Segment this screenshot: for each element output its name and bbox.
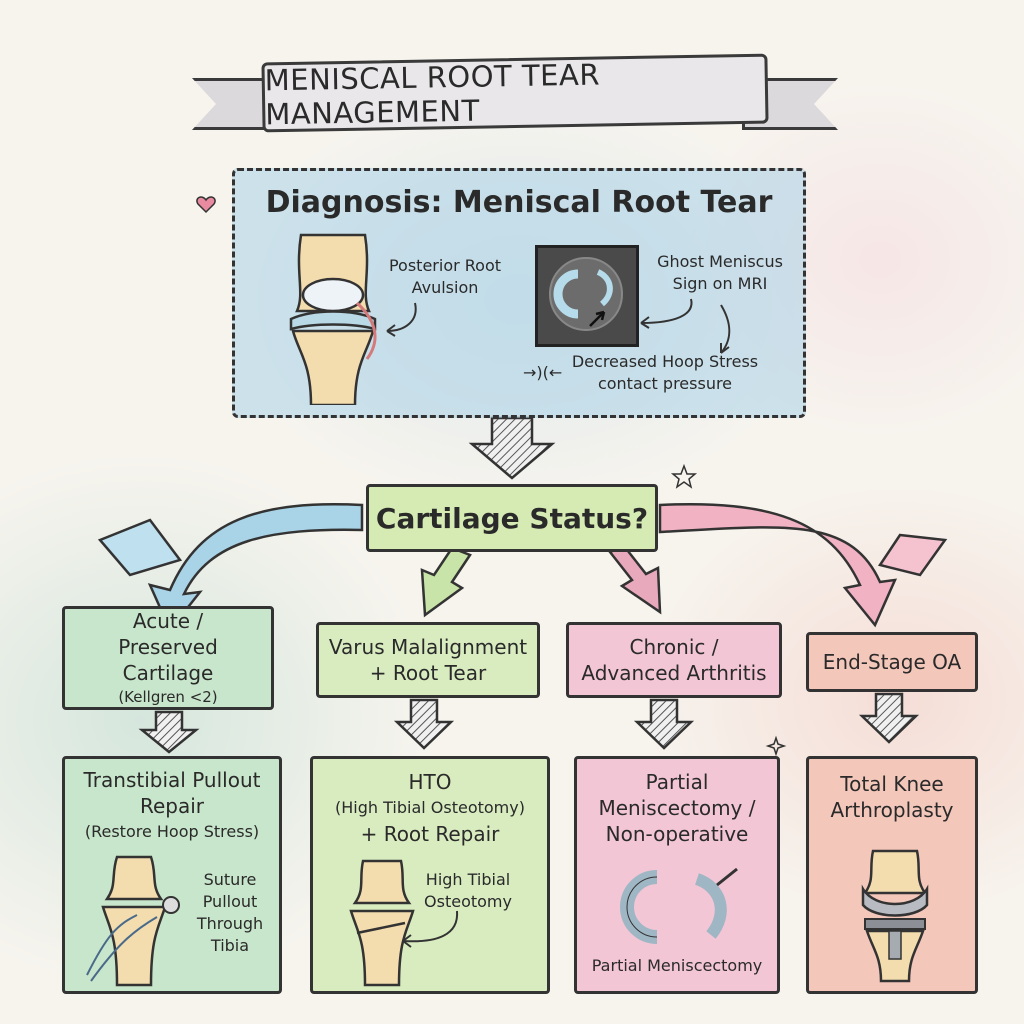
branch-1-treatment-note: (Restore Hoop Stress) [84,822,260,841]
suture-repair-illustration [86,855,180,987]
ribbon-tail-branch-4 [877,533,948,577]
meniscectomy-illustration [620,867,738,944]
branch-4-treatment-title: Total Knee Arthroplasty [830,772,954,822]
branch-1-treatment: Transtibial Pullout Repair (Restore Hoop… [62,756,282,994]
branch-4-condition-label: End-Stage OA [822,650,962,674]
branch-2-treatment-title: HTO [408,770,452,794]
branch-1-treatment-title: Transtibial Pullout Repair [83,768,261,818]
page-title: MENISCAL ROOT TEAR MANAGEMENT [261,53,769,133]
branch-4-condition: End-Stage OA [806,632,978,692]
cartilage-status-node: Cartilage Status? [366,484,658,552]
branch-1-condition-label: Acute / Preserved Cartilage [118,609,218,685]
branch-2-condition-label: Varus Malalignment + Root Tear [328,635,528,685]
branch-3-condition-label: Chronic / Advanced Arthritis [581,635,767,685]
ghost-meniscus-icon [549,257,623,331]
mri-image [535,245,639,347]
knee-implant-illustration [861,849,929,983]
arrow-cartilage-to-branch-2 [420,546,472,618]
branch-1-condition: Acute / Preserved Cartilage (Kellgren <2… [62,606,274,710]
posterior-root-label: Posterior Root Avulsion [388,256,502,297]
branch-3-treatment: Partial Meniscectomy / Non-operative Par… [574,756,780,994]
branch-3-condition: Chronic / Advanced Arthritis [566,622,782,698]
compression-icon: →)(← [523,363,563,382]
branch-1-illustration-label: Suture Pullout Through Tibia [196,870,264,955]
arrow-cartilage-to-branch-3 [608,544,662,615]
heart-doodle [196,196,216,214]
ghost-arrow-icon [640,298,731,354]
branch-2-treatment-note: (High Tibial Osteotomy) [335,798,525,817]
branch-2-treatment-extra: + Root Repair [360,822,500,846]
diagnosis-box: Diagnosis: Meniscal Root Tear Posterior … [232,168,806,418]
hoop-stress-label: Decreased Hoop Stress contact pressure [571,352,759,393]
posterior-arrow-icon [386,302,417,337]
arrow-branch-1-down [138,710,200,754]
sparkle-doodle [765,735,787,757]
ribbon-tail-branch-1 [97,518,183,577]
arrow-branch-4-down [858,692,920,744]
knee-illustration [289,233,377,405]
osteotomy-illustration [349,859,415,987]
branch-4-treatment: Total Knee Arthroplasty [806,756,978,994]
branch-3-illustration-label: Partial Meniscectomy [591,956,763,975]
osteotomy-arrow-icon [402,910,459,948]
branch-2-condition: Varus Malalignment + Root Tear [316,622,540,698]
arrow-diagnosis-to-cartilage [468,416,556,480]
star-doodle [670,463,698,489]
arrow-branch-3-down [633,698,695,750]
branch-1-condition-note: (Kellgren <2) [118,688,218,706]
branch-2-illustration-label: High Tibial Osteotomy [424,870,512,911]
diagnosis-title: Diagnosis: Meniscal Root Tear [265,185,773,220]
ribbon-arrow-branch-4 [658,503,898,628]
ghost-meniscus-label: Ghost Meniscus Sign on MRI [657,252,783,293]
arrow-branch-2-down [393,698,455,750]
branch-2-treatment: HTO (High Tibial Osteotomy) + Root Repai… [310,756,550,994]
branch-3-treatment-title: Partial Meniscectomy / Non-operative [598,770,756,846]
